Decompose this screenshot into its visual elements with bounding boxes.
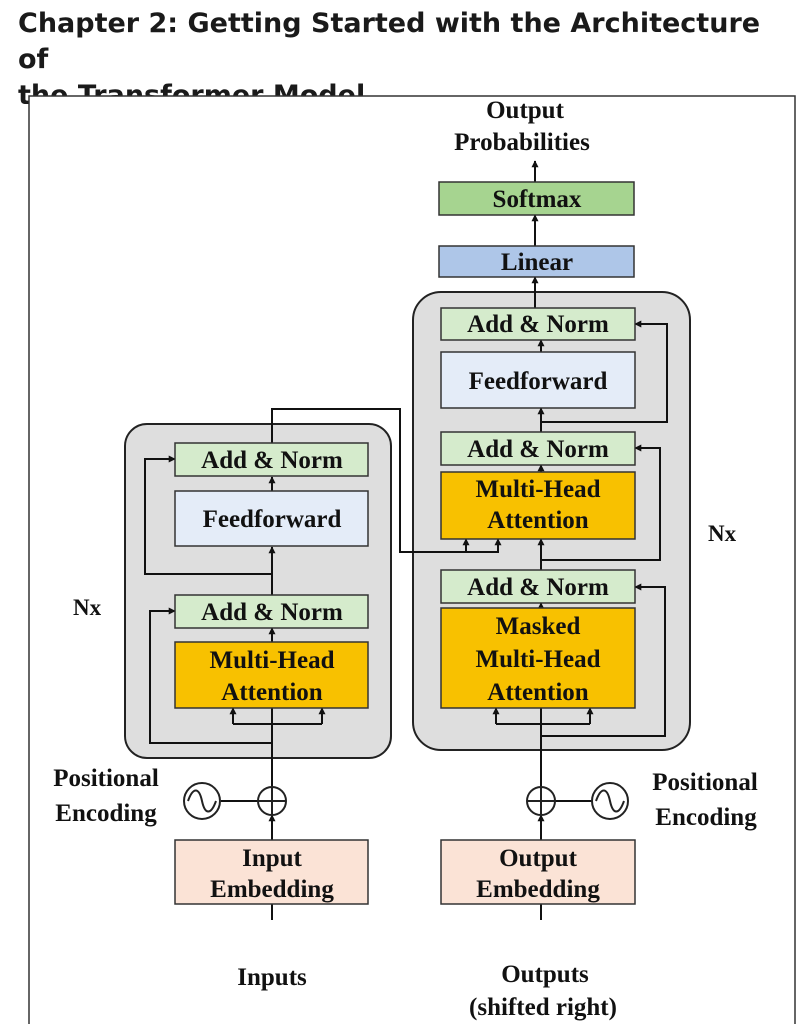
encoder-nx-label: Nx — [73, 595, 102, 620]
decoder-masked-label-line1: Masked — [496, 613, 581, 640]
encoder-feedforward-label: Feedforward — [203, 506, 342, 533]
output-embedding-box — [440, 839, 636, 905]
decoder-add-norm-middle-box — [440, 431, 636, 466]
encoder-add-norm-top-box — [174, 442, 369, 477]
decoder-cross-attention-label-line1: Multi-Head — [476, 476, 601, 503]
inputs-label: Inputs — [237, 964, 307, 991]
decoder-cross-attention-box — [440, 471, 636, 540]
decoder-add-norm-bottom-box — [440, 569, 636, 604]
linear-label: Linear — [501, 249, 573, 276]
softmax-label: Softmax — [493, 186, 582, 213]
encoder-positional-label-line2: Encoding — [55, 800, 157, 827]
decoder-masked-label-line3: Attention — [487, 679, 588, 706]
input-embedding-label-line2: Embedding — [210, 876, 334, 903]
outputs-label-line1: Outputs — [501, 961, 589, 988]
decoder-positional-label-line1: Positional — [652, 769, 758, 796]
encoder-feedforward-box — [174, 490, 369, 547]
encoder-connectors — [144, 408, 502, 920]
encoder-attention-label-line1: Multi-Head — [210, 647, 335, 674]
outputs-label-line2: (shifted right) — [469, 994, 617, 1021]
output-probabilities-label-line1: Output — [486, 97, 564, 124]
encoder-add-norm-bottom-label: Add & Norm — [201, 599, 343, 626]
softmax-box — [438, 181, 635, 216]
decoder-add-norm-bottom-label: Add & Norm — [467, 574, 609, 601]
encoder-add-norm-top-label: Add & Norm — [201, 447, 343, 474]
output-embedding-label-line2: Embedding — [476, 876, 600, 903]
output-probabilities-label-line2: Probabilities — [454, 129, 590, 156]
output-embedding-label-line1: Output — [499, 845, 577, 872]
encoder-attention-label-line2: Attention — [221, 679, 322, 706]
linear-box — [438, 245, 635, 278]
decoder-positional-label-line2: Encoding — [655, 804, 757, 831]
decoder-add-norm-top-label: Add & Norm — [467, 311, 609, 338]
decoder-connectors — [492, 160, 668, 920]
decoder-feedforward-box — [440, 351, 636, 409]
decoder-add-norm-top-box — [440, 307, 636, 341]
encoder-multi-head-attention-box — [174, 641, 369, 709]
decoder-cross-attention-label-line2: Attention — [487, 507, 588, 534]
input-embedding-label-line1: Input — [242, 845, 302, 872]
encoder-positional-label-line1: Positional — [53, 765, 159, 792]
encoder-add-norm-bottom-box — [174, 594, 369, 629]
chapter-title-line1: Chapter 2: Getting Started with the Arch… — [18, 8, 761, 75]
decoder-add-norm-middle-label: Add & Norm — [467, 436, 609, 463]
decoder-feedforward-label: Feedforward — [469, 368, 608, 395]
input-embedding-box — [174, 839, 369, 905]
decoder-masked-attention-box — [440, 607, 636, 709]
decoder-nx-label: Nx — [708, 521, 737, 546]
decoder-masked-label-line2: Multi-Head — [476, 646, 601, 673]
